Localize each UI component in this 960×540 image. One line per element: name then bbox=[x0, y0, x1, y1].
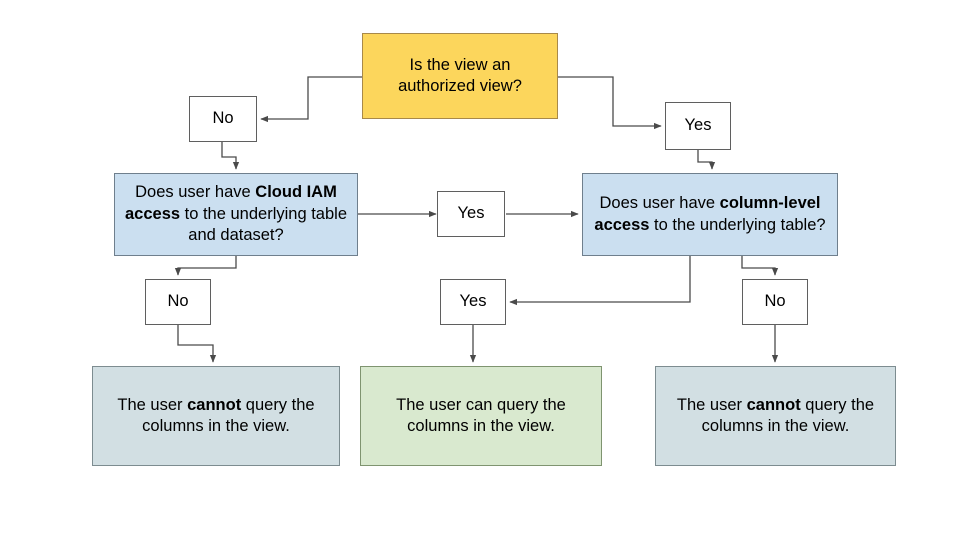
node-root-no[interactable]: No bbox=[189, 96, 257, 142]
edge-no-to-outcome-left bbox=[177, 325, 217, 363]
edge-yes-to-column bbox=[697, 150, 716, 170]
node-iam-yes-label: Yes bbox=[457, 204, 485, 223]
node-outcome-left[interactable]: The user cannot query the columns in the… bbox=[92, 366, 340, 466]
node-outcome-left-text: The user cannot query the columns in the… bbox=[117, 395, 315, 435]
node-iam-question[interactable]: Does user have Cloud IAM access to the u… bbox=[114, 173, 358, 256]
node-root-yes[interactable]: Yes bbox=[665, 102, 731, 150]
node-column-question[interactable]: Does user have column-level access to th… bbox=[582, 173, 838, 256]
node-outcome-center[interactable]: The user can query the columns in the vi… bbox=[360, 366, 602, 466]
node-iam-question-text: Does user have Cloud IAM access to the u… bbox=[124, 183, 347, 245]
node-iam-no-label: No bbox=[167, 292, 189, 311]
node-root-no-label: No bbox=[212, 109, 234, 128]
node-column-question-text: Does user have column-level access to th… bbox=[594, 194, 826, 234]
node-column-no-label: No bbox=[764, 292, 786, 311]
node-iam-yes[interactable]: Yes bbox=[437, 191, 505, 237]
node-outcome-right-text: The user cannot query the columns in the… bbox=[676, 395, 875, 435]
node-outcome-right[interactable]: The user cannot query the columns in the… bbox=[655, 366, 896, 466]
edge-column-to-no bbox=[741, 256, 779, 276]
node-outcome-center-text: The user can query the columns in the vi… bbox=[396, 395, 566, 435]
edge-iam-to-no bbox=[174, 256, 237, 276]
edge-no-to-iam bbox=[221, 142, 240, 170]
node-column-yes[interactable]: Yes bbox=[440, 279, 506, 325]
node-iam-no[interactable]: No bbox=[145, 279, 211, 325]
node-column-yes-label: Yes bbox=[459, 292, 487, 311]
edge-column-to-yes bbox=[509, 256, 691, 306]
node-column-no[interactable]: No bbox=[742, 279, 808, 325]
node-root-yes-label: Yes bbox=[684, 116, 712, 135]
edge-root-to-yes bbox=[558, 76, 662, 130]
edge-root-to-no bbox=[260, 76, 362, 123]
